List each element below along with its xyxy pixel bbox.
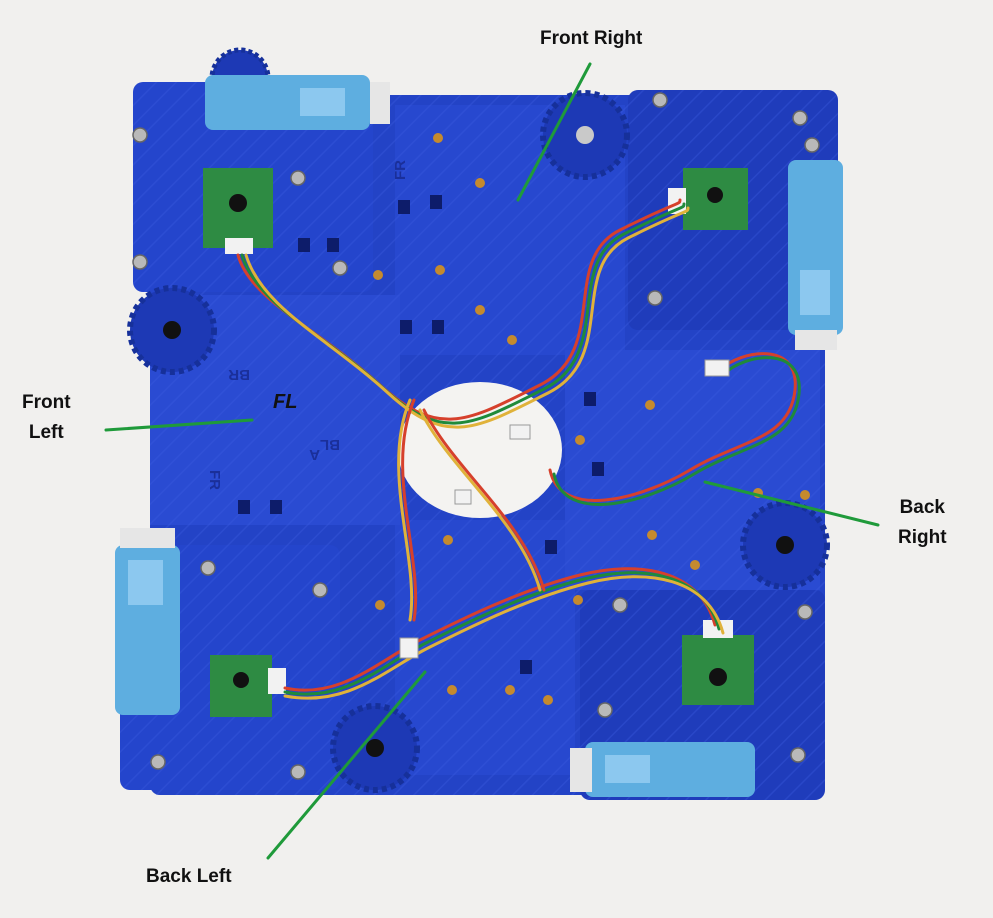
screws — [132, 92, 820, 780]
motor-back-left — [115, 528, 180, 715]
engraving-fr-left: FR — [206, 470, 223, 490]
label-back-right-line1: Back — [899, 497, 945, 518]
wire-harness — [236, 198, 801, 700]
sensor-board-back-left — [210, 655, 286, 717]
pointer-lines — [104, 62, 880, 860]
engraving-a: A — [309, 446, 320, 463]
gear-back-left — [330, 703, 420, 793]
sensor-board-back-right — [682, 620, 754, 705]
motor-back-right — [570, 742, 755, 797]
pointer-back-right — [703, 480, 880, 527]
sensor-board-front-left — [203, 168, 273, 254]
gear-front-right — [540, 90, 630, 180]
label-front-right-text: Front Right — [540, 28, 643, 49]
gear-back-right — [740, 500, 830, 590]
label-back-right-line2: Right — [898, 527, 947, 548]
motor-front-right — [788, 160, 843, 350]
motor-front-left — [205, 75, 390, 130]
gear-front-left — [127, 285, 217, 375]
pointer-back-left — [266, 670, 427, 860]
label-front-left-line2: Left — [28, 422, 64, 443]
label-front-left: Front Left — [22, 388, 71, 448]
label-back-left: Back Left — [146, 862, 232, 892]
plate-engravings: FR FR FL BL A BR — [206, 160, 409, 490]
label-front-left-line1: Front — [22, 392, 71, 413]
square-slots — [238, 195, 604, 674]
engraving-bl: BL — [320, 436, 340, 453]
center-hole — [398, 382, 562, 518]
label-back-left-text: Back Left — [146, 866, 232, 887]
sensor-board-front-right — [668, 168, 748, 230]
label-back-right: Back Right — [898, 493, 947, 553]
pointer-front-right — [516, 62, 592, 202]
pointer-front-left — [104, 418, 254, 432]
brass-inserts — [373, 133, 810, 705]
engraving-br: BR — [228, 366, 250, 383]
label-front-right: Front Right — [540, 24, 642, 54]
engraving-fr-top: FR — [392, 160, 409, 180]
engraving-fl: FL — [273, 391, 297, 413]
connectors — [399, 359, 730, 659]
